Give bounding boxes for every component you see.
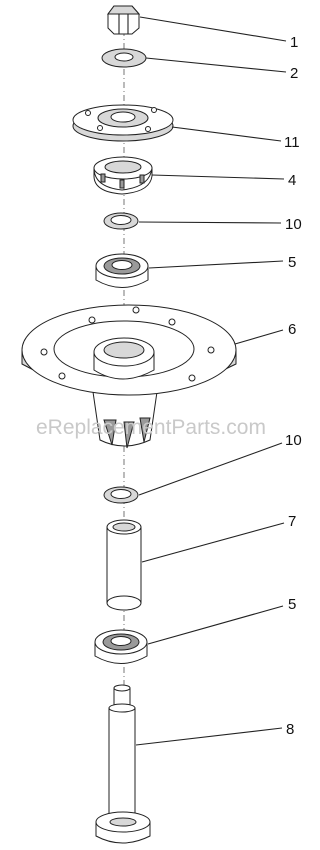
part-hex-nut <box>107 5 141 35</box>
callout-2: 2 <box>290 65 298 82</box>
callout-10-upper: 10 <box>285 216 302 233</box>
part-spindle-shaft <box>95 684 151 844</box>
part-toothed-ring <box>93 156 153 195</box>
callout-4: 4 <box>288 172 296 189</box>
watermark-text: eReplacementParts.com <box>36 416 266 439</box>
callout-6: 6 <box>288 321 296 338</box>
callout-5-lower: 5 <box>288 596 296 613</box>
part-spindle-housing <box>21 304 237 449</box>
part-spacer-tube <box>106 519 142 611</box>
part-bearing-upper <box>95 253 149 288</box>
part-bearing-lower <box>94 629 148 664</box>
leader-lines <box>135 16 287 746</box>
part-flanged-cap <box>72 104 174 142</box>
callout-10-lower: 10 <box>285 432 302 449</box>
part-spacer-ring-upper <box>103 212 139 230</box>
callout-11: 11 <box>284 134 300 151</box>
callout-1: 1 <box>290 34 298 51</box>
callout-8: 8 <box>286 721 294 738</box>
callout-7: 7 <box>288 513 296 530</box>
callout-5-upper: 5 <box>288 254 296 271</box>
part-spacer-ring-lower <box>103 486 139 504</box>
part-washer <box>101 48 147 68</box>
